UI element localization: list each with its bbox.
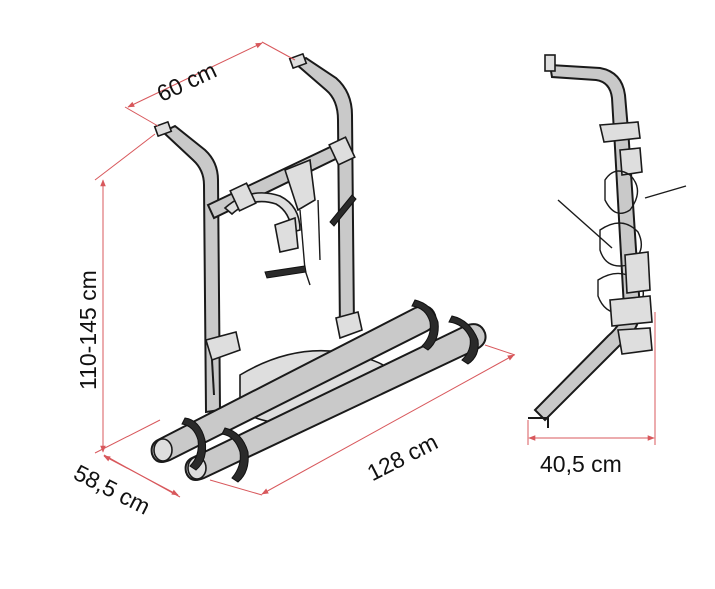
dimension-height bbox=[94, 133, 161, 454]
dim-label-height: 110-145 cm bbox=[75, 270, 101, 390]
rack-side-view bbox=[528, 54, 687, 428]
rack-perspective-view bbox=[150, 52, 487, 483]
left-upright-tube bbox=[153, 120, 222, 414]
upper-crossbar bbox=[206, 136, 356, 234]
dimension-rail-length bbox=[209, 344, 516, 496]
dim-label-rail-length: 128 cm bbox=[363, 428, 442, 485]
dimension-width-top bbox=[124, 41, 296, 127]
dim-label-60cm: 60 cm bbox=[153, 57, 221, 107]
dim-label-side-depth: 40,5 cm bbox=[540, 451, 622, 477]
rail-straps bbox=[181, 299, 479, 483]
dimension-side-depth bbox=[527, 312, 656, 445]
lower-brackets bbox=[204, 311, 363, 396]
dimension-depth bbox=[103, 454, 181, 498]
bike-clamp-arms bbox=[264, 158, 357, 286]
dim-label-depth: 58,5 cm bbox=[70, 459, 155, 519]
